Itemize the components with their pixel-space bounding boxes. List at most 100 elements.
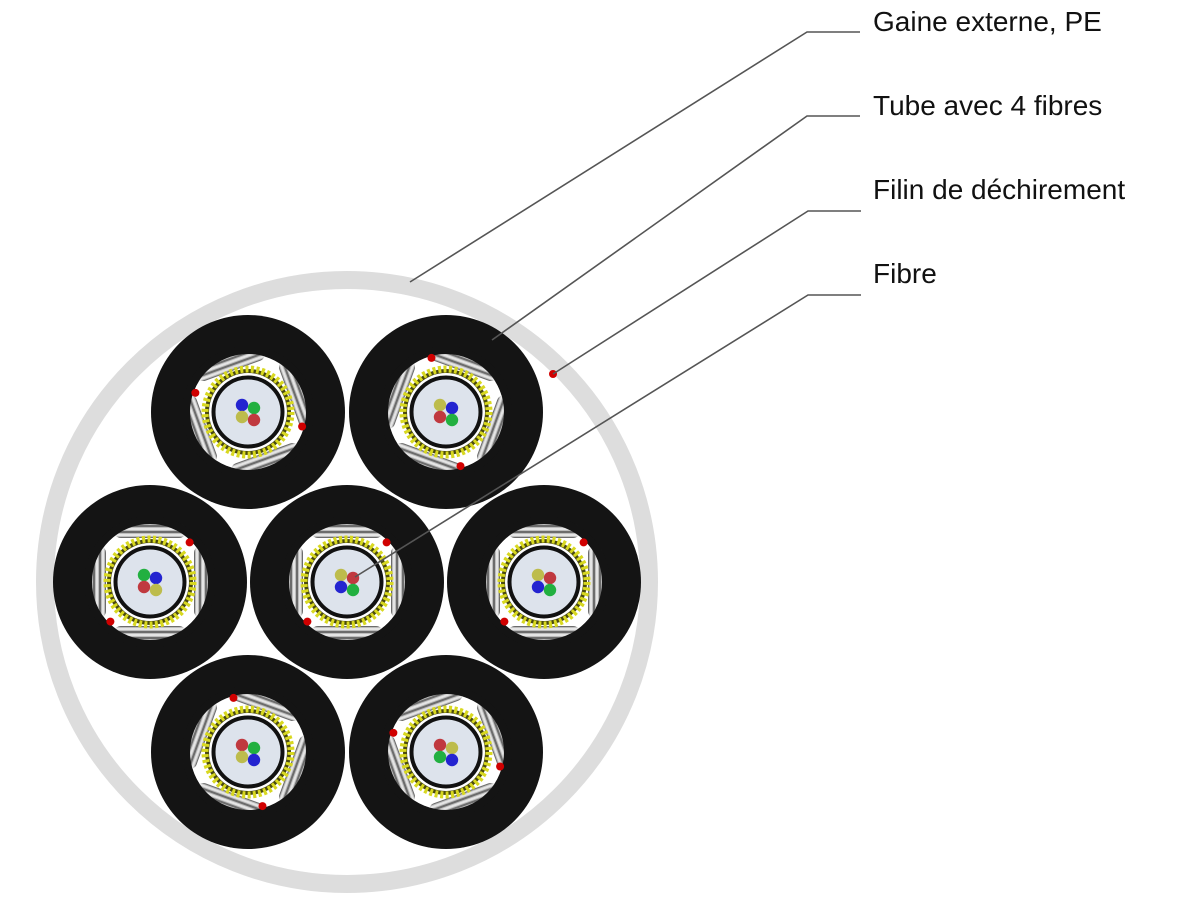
- strength-member: [279, 360, 313, 429]
- strength-member: [477, 700, 511, 769]
- fibre-red: [543, 571, 557, 585]
- strength-member: [183, 395, 217, 464]
- strength-member: [429, 347, 498, 381]
- strength-member-bar: [279, 360, 313, 429]
- fibre-red: [137, 580, 151, 594]
- aramid-yarn-pattern: [201, 705, 295, 799]
- strength-member: [394, 687, 463, 721]
- strength-member-bar: [429, 347, 498, 381]
- label-tube: Tube avec 4 fibres: [873, 90, 1103, 121]
- ripcord-dot: [229, 693, 238, 702]
- fibre-yellow: [235, 750, 249, 764]
- outer-sheath-ring: [36, 271, 658, 893]
- strength-member: [114, 524, 186, 538]
- strength-member-bar: [394, 687, 463, 721]
- strength-member: [391, 546, 405, 618]
- tube: [409, 715, 483, 789]
- strength-member-bar: [381, 735, 415, 804]
- aramid-yarn-pattern: [399, 365, 493, 459]
- strength-member-bar: [394, 443, 463, 477]
- strength-member-bar: [477, 700, 511, 769]
- ripcord-dot: [298, 422, 307, 431]
- strength-member-bar: [477, 395, 511, 464]
- strength-member-bar: [194, 546, 208, 618]
- leader-ripcord: [552, 210, 861, 375]
- strength-zone-edge: [478, 516, 610, 648]
- strength-member: [311, 626, 383, 640]
- fibre-red: [433, 410, 447, 424]
- fibre-yellow: [433, 398, 447, 412]
- strength-member-bar: [289, 546, 303, 618]
- ripcord-dot: [427, 353, 436, 362]
- strength-member-bar: [196, 783, 265, 817]
- strength-member: [279, 735, 313, 804]
- fibre-blue: [445, 401, 459, 415]
- aramid-yarn-pattern: [497, 535, 591, 629]
- fibre-green: [247, 741, 261, 755]
- strength-member-bar: [311, 626, 383, 640]
- fibre-green: [137, 568, 151, 582]
- strength-member-bar: [114, 524, 186, 538]
- aramid-yarn-pattern: [399, 705, 493, 799]
- fibre-yellow: [531, 568, 545, 582]
- strength-member: [183, 700, 217, 769]
- fibre-blue: [149, 571, 163, 585]
- strength-member-bar: [486, 546, 500, 618]
- strength-member-bar: [196, 347, 265, 381]
- strength-member-bar: [381, 360, 415, 429]
- label-ripcord: Filin de déchirement: [873, 174, 1126, 205]
- tube: [409, 375, 483, 449]
- strength-member: [477, 395, 511, 464]
- leader-lines-group: [354, 31, 861, 578]
- fibre-yellow: [334, 568, 348, 582]
- sub-cable-bottom-left: [151, 655, 345, 849]
- strength-zone-edge: [380, 346, 512, 478]
- sub-cable-right: [447, 485, 641, 679]
- sub-cables-group: [53, 315, 641, 849]
- aramid-yarn-pattern: [201, 365, 295, 459]
- strength-zone-edge: [380, 686, 512, 818]
- strength-member: [114, 626, 186, 640]
- strength-member: [394, 443, 463, 477]
- strength-member-bar: [231, 443, 300, 477]
- sub-cable-center: [250, 485, 444, 679]
- strength-member-bar: [429, 783, 498, 817]
- strength-zone-edge: [281, 516, 413, 648]
- tube: [310, 545, 384, 619]
- strength-member: [381, 360, 415, 429]
- strength-zone-edge: [182, 346, 314, 478]
- fibre-green: [247, 401, 261, 415]
- ripcord-dot: [456, 462, 465, 471]
- fibre-green: [346, 583, 360, 597]
- ripcord-dot: [389, 728, 398, 737]
- strength-member-bar: [588, 546, 602, 618]
- fibre-green: [543, 583, 557, 597]
- ripcord-dot: [106, 617, 115, 626]
- strength-member: [194, 546, 208, 618]
- strength-zone-edge: [182, 686, 314, 818]
- tube: [507, 545, 581, 619]
- strength-member-bar: [183, 700, 217, 769]
- leader-tube: [491, 115, 860, 341]
- strength-member-bar: [183, 395, 217, 464]
- strength-member-bar: [508, 524, 580, 538]
- strength-member-bar: [231, 687, 300, 721]
- fibre-blue: [235, 398, 249, 412]
- leader-outer-sheath: [409, 31, 860, 283]
- ripcord-dot: [258, 802, 267, 811]
- fibre-red: [235, 738, 249, 752]
- strength-member: [231, 687, 300, 721]
- fibre-yellow: [445, 741, 459, 755]
- fibre-blue: [334, 580, 348, 594]
- strength-member: [486, 546, 500, 618]
- fibre-blue: [247, 753, 261, 767]
- strength-member-bar: [92, 546, 106, 618]
- tube: [113, 545, 187, 619]
- sub-cable-top-left: [151, 315, 345, 509]
- fibre-yellow: [149, 583, 163, 597]
- ripcord-dot: [496, 762, 505, 771]
- tube: [211, 715, 285, 789]
- strength-member: [429, 783, 498, 817]
- ripcord-dot: [382, 538, 391, 547]
